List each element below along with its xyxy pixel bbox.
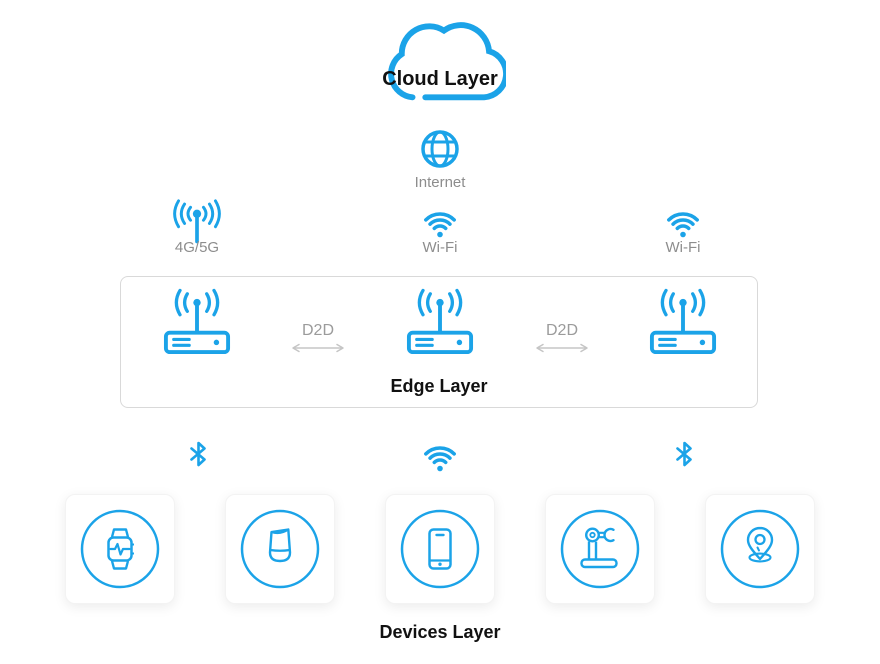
uplink-wifi-center-label: Wi-Fi	[422, 239, 458, 256]
uplink-4g5g-label: 4G/5G	[174, 239, 220, 256]
edge-router-3	[646, 288, 720, 356]
uplink-wifi-right-label: Wi-Fi	[665, 239, 701, 256]
cloud-layer: Cloud Layer	[374, 10, 506, 112]
router-icon	[160, 288, 234, 356]
wifi-icon	[418, 437, 462, 473]
device-card-location-pin	[705, 494, 815, 604]
wifi-icon	[661, 203, 705, 239]
downlink-bluetooth-left	[186, 440, 210, 468]
devices-layer-title: Devices Layer	[379, 622, 501, 642]
uplink-wifi-center	[418, 203, 462, 239]
router-icon	[646, 288, 720, 356]
location-pin-icon	[712, 501, 808, 597]
d2d-link-1: D2D	[283, 322, 353, 353]
edge-router-2	[403, 288, 477, 356]
downlink-bluetooth-right	[672, 440, 696, 468]
device-card-smartwatch	[65, 494, 175, 604]
cloud-layer-title: Cloud Layer	[382, 68, 498, 90]
smartphone-icon	[392, 501, 488, 597]
router-icon	[403, 288, 477, 356]
edge-layer-title: Edge Layer	[390, 376, 488, 396]
double-arrow-icon	[290, 343, 346, 353]
device-card-smart-speaker	[225, 494, 335, 604]
internet-node	[418, 127, 462, 171]
bluetooth-icon	[186, 440, 210, 468]
device-card-smartphone	[385, 494, 495, 604]
wifi-icon	[418, 203, 462, 239]
robot-arm-icon	[552, 501, 648, 597]
edge-router-1	[160, 288, 234, 356]
d2d-link-2: D2D	[527, 322, 597, 353]
globe-icon	[418, 127, 462, 171]
uplink-wifi-right	[661, 203, 705, 239]
internet-label: Internet	[414, 174, 466, 191]
smart-speaker-icon	[232, 501, 328, 597]
downlink-wifi	[418, 437, 462, 473]
d2d-label: D2D	[301, 322, 334, 339]
smartwatch-icon	[72, 501, 168, 597]
double-arrow-icon	[534, 343, 590, 353]
device-card-robot-arm	[545, 494, 655, 604]
d2d-label: D2D	[545, 322, 578, 339]
cloud-icon	[374, 10, 506, 112]
bluetooth-icon	[672, 440, 696, 468]
